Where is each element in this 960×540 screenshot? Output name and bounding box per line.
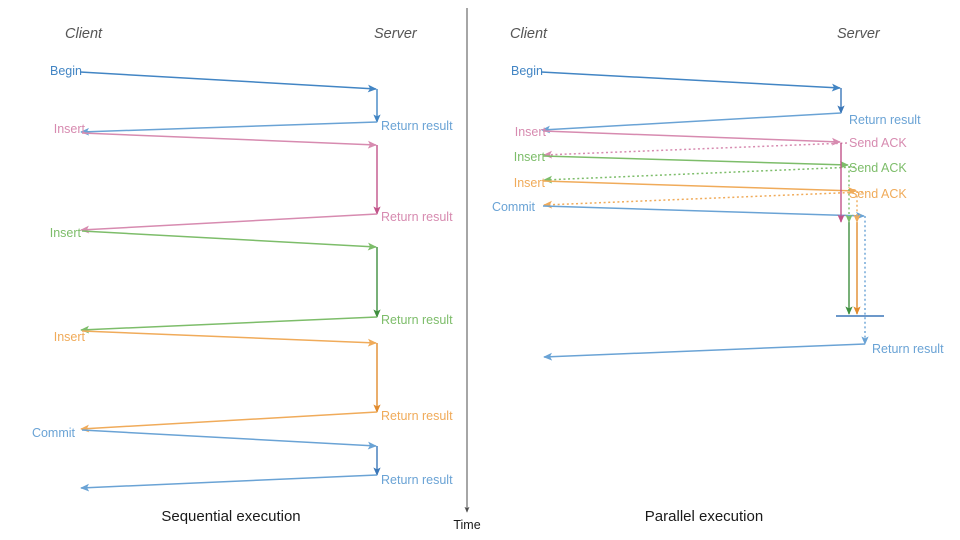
message-label-par-insert2-ack: Send ACK xyxy=(849,161,907,175)
message-line-seq-begin-return xyxy=(80,121,378,136)
actor-label-client-sequential: Client xyxy=(65,26,103,42)
message-label-par-insert3-ack: Send ACK xyxy=(849,187,907,201)
message-label-seq-insert1-request: Insert xyxy=(54,122,86,136)
message-line-par-insert1-request xyxy=(542,130,841,146)
message-label-seq-insert3-request: Insert xyxy=(54,330,86,344)
message-label-seq-begin-return: Return result xyxy=(381,119,453,133)
message-label-seq-insert3-return: Return result xyxy=(381,409,453,423)
message-label-par-begin-return: Return result xyxy=(849,113,921,127)
message-label-seq-insert2-request: Insert xyxy=(50,226,82,240)
time-axis-label: Time xyxy=(453,518,480,532)
message-label-par-begin-request: Begin xyxy=(511,64,543,78)
message-line-par-insert3-ack xyxy=(543,191,864,209)
message-line-par-begin-return xyxy=(541,112,842,134)
time-axis: Time xyxy=(453,8,481,532)
message-line-par-commit-request xyxy=(542,205,865,220)
message-label-par-commit-request: Commit xyxy=(492,200,536,214)
message-line-par-insert1-ack xyxy=(543,142,848,159)
message-label-seq-insert2-return: Return result xyxy=(381,313,453,327)
message-label-par-insert1-ack: Send ACK xyxy=(849,136,907,150)
message-line-seq-insert1-request xyxy=(81,132,377,149)
actor-label-server-sequential: Server xyxy=(374,26,418,42)
message-line-seq-commit-request xyxy=(81,429,377,450)
message-label-seq-begin-request: Begin xyxy=(50,64,82,78)
message-line-seq-insert2-return xyxy=(80,316,378,334)
message-line-seq-commit-return xyxy=(80,474,378,492)
panel-caption-parallel: Parallel execution xyxy=(645,508,763,525)
message-line-par-insert2-ack xyxy=(543,166,856,184)
message-line-par-insert2-request xyxy=(542,155,849,169)
message-label-par-commit-return: Return result xyxy=(872,342,944,356)
message-label-par-insert3-request: Insert xyxy=(514,176,546,190)
message-label-par-insert1-request: Insert xyxy=(515,125,547,139)
actor-label-server-parallel: Server xyxy=(837,26,881,42)
message-line-par-insert3-request xyxy=(542,180,857,195)
message-line-seq-insert1-return xyxy=(80,213,378,234)
message-label-par-insert2-request: Insert xyxy=(514,150,546,164)
message-line-seq-insert3-request xyxy=(81,330,377,347)
message-label-seq-commit-request: Commit xyxy=(32,426,76,440)
message-line-seq-begin-request xyxy=(79,71,377,93)
message-line-seq-insert3-return xyxy=(80,411,378,433)
message-line-par-commit-return xyxy=(543,343,866,361)
message-label-seq-commit-return: Return result xyxy=(381,473,453,487)
panel-caption-sequential: Sequential execution xyxy=(161,508,300,525)
message-line-par-begin-request xyxy=(540,71,841,92)
actor-label-client-parallel: Client xyxy=(510,26,548,42)
message-label-seq-insert1-return: Return result xyxy=(381,210,453,224)
message-line-seq-insert2-request xyxy=(81,230,377,251)
